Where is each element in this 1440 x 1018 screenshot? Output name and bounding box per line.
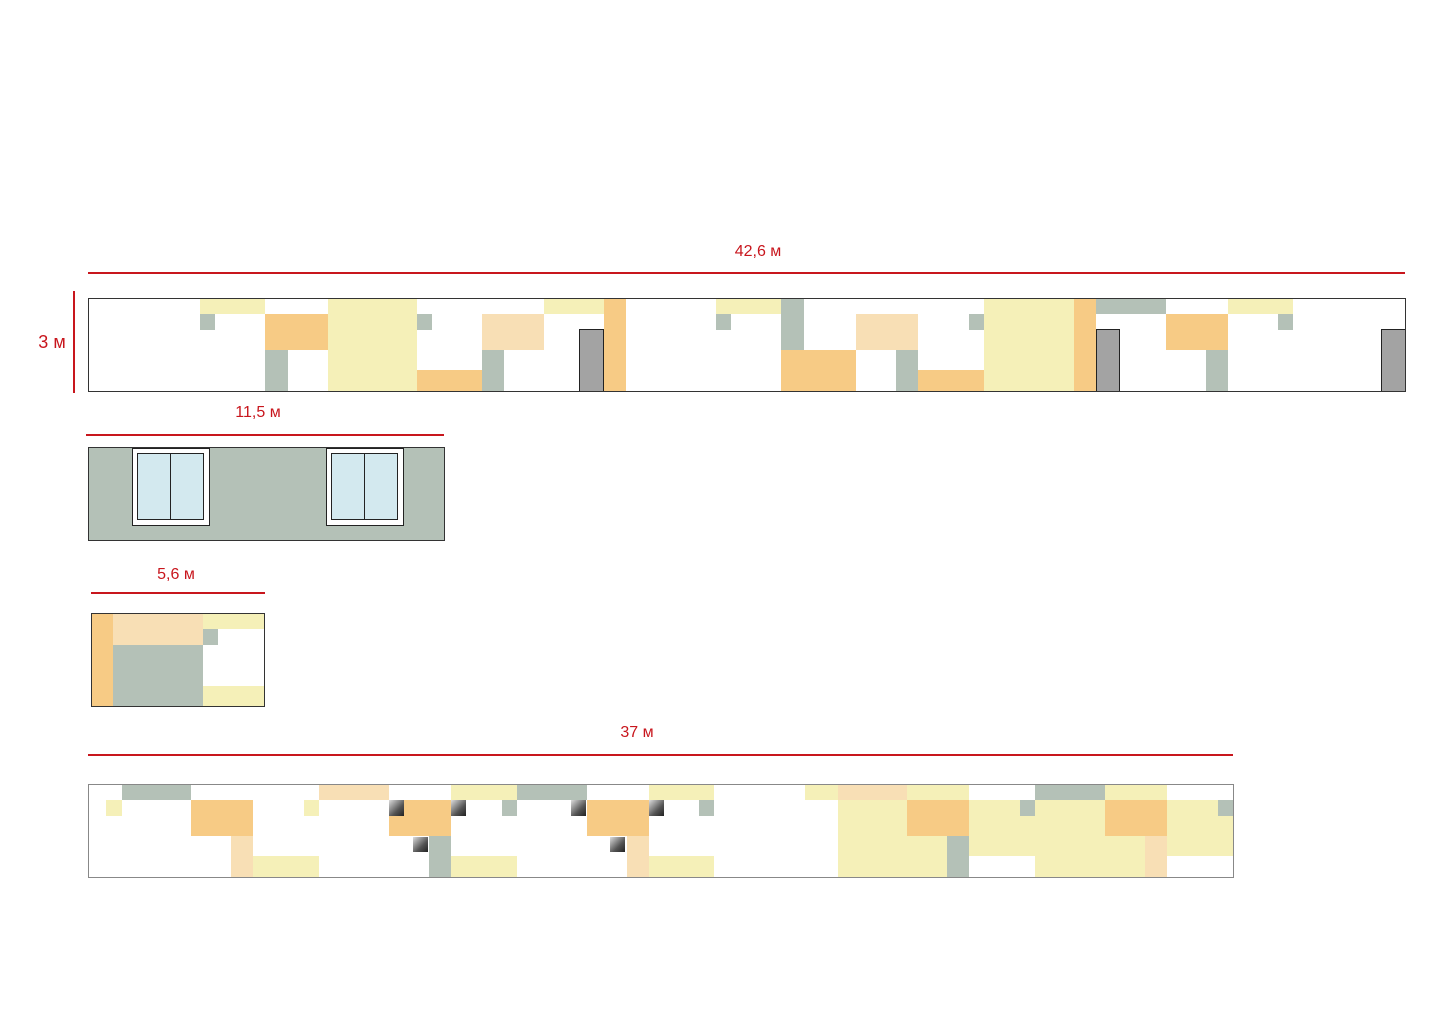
window-pane — [137, 453, 171, 520]
gray-green-block — [200, 314, 215, 330]
gray-green-block — [699, 800, 714, 816]
gray-green-block — [1035, 785, 1105, 800]
gray-green-block — [781, 299, 804, 350]
wall-2-dimension-line — [86, 434, 444, 436]
gray-green-block — [113, 645, 203, 706]
yellow-block — [907, 785, 969, 800]
yellow-block — [984, 299, 1074, 391]
orange-block — [907, 800, 969, 836]
gray-green-block — [482, 350, 504, 391]
gray-green-block — [417, 314, 432, 330]
peach-block — [482, 314, 544, 350]
yellow-block — [716, 299, 781, 314]
wall-height-label: 3 м — [38, 332, 66, 352]
wall-2-length-label: 11,5 м — [235, 404, 281, 421]
portrait-photo — [571, 800, 586, 816]
window-pane — [364, 453, 398, 520]
wall-3-dimension-line — [91, 592, 265, 594]
portrait-photo — [649, 800, 664, 816]
gray-green-block — [265, 350, 288, 391]
yellow-block — [203, 614, 264, 629]
orange-block — [587, 800, 649, 836]
peach-block — [838, 785, 907, 800]
yellow-block — [907, 836, 947, 877]
gray-green-block — [1020, 800, 1035, 816]
portrait-photo — [389, 800, 404, 816]
yellow-block — [451, 856, 517, 877]
orange-block — [1166, 314, 1228, 350]
yellow-block — [544, 299, 604, 314]
orange-block — [781, 350, 856, 391]
orange-block — [918, 370, 984, 391]
gray-green-block — [122, 785, 191, 800]
portrait-photo — [610, 837, 625, 852]
gray-green-block — [203, 629, 218, 645]
wall-3-length-label: 5,6 м — [157, 566, 195, 583]
gray-green-block — [517, 785, 587, 800]
orange-block — [604, 299, 626, 391]
gray-green-block — [502, 800, 517, 816]
wall-4-dimension-line — [88, 754, 1233, 756]
door — [1381, 329, 1405, 391]
portrait-photo — [451, 800, 466, 816]
gray-green-block — [896, 350, 918, 391]
wall-1-length-label: 42,6 м — [734, 243, 782, 260]
yellow-block — [1105, 785, 1167, 800]
wall-elevation-1 — [88, 298, 1406, 392]
peach-block — [1145, 836, 1167, 877]
window — [326, 448, 404, 526]
door — [579, 329, 604, 391]
yellow-block — [649, 785, 714, 800]
yellow-block — [838, 800, 907, 877]
yellow-block — [304, 800, 319, 816]
yellow-block — [1228, 299, 1293, 314]
yellow-block — [805, 785, 838, 800]
yellow-block — [451, 785, 517, 800]
yellow-block — [203, 686, 264, 706]
gray-green-block — [1206, 350, 1228, 391]
gray-green-block — [1096, 299, 1166, 314]
gray-green-block — [429, 836, 451, 877]
peach-block — [627, 836, 649, 877]
window-pane — [170, 453, 204, 520]
orange-block — [191, 800, 253, 836]
orange-block — [1074, 299, 1096, 391]
yellow-block — [253, 856, 319, 877]
wall-elevation-2 — [88, 447, 445, 541]
orange-block — [417, 370, 482, 391]
orange-block — [92, 614, 113, 706]
window — [132, 448, 210, 526]
wall-4-length-label: 37 м — [620, 724, 654, 741]
peach-block — [113, 614, 203, 645]
yellow-block — [106, 800, 122, 816]
yellow-block — [649, 856, 714, 877]
gray-green-block — [969, 314, 984, 330]
door — [1096, 329, 1120, 391]
gray-green-block — [1278, 314, 1293, 330]
orange-block — [265, 314, 328, 350]
yellow-block — [200, 299, 265, 314]
window-pane — [331, 453, 365, 520]
gray-green-block — [1218, 800, 1233, 816]
peach-block — [231, 836, 253, 877]
gray-green-block — [716, 314, 731, 330]
gray-green-block — [947, 836, 969, 877]
portrait-photo — [413, 837, 428, 852]
wall-elevation-4 — [88, 784, 1234, 878]
height-dimension-line — [73, 291, 75, 393]
wall-elevation-3 — [91, 613, 265, 707]
wall-1-dimension-line — [88, 272, 1405, 274]
peach-block — [856, 314, 918, 350]
peach-block — [319, 785, 389, 800]
orange-block — [1105, 800, 1167, 836]
yellow-block — [328, 299, 417, 391]
